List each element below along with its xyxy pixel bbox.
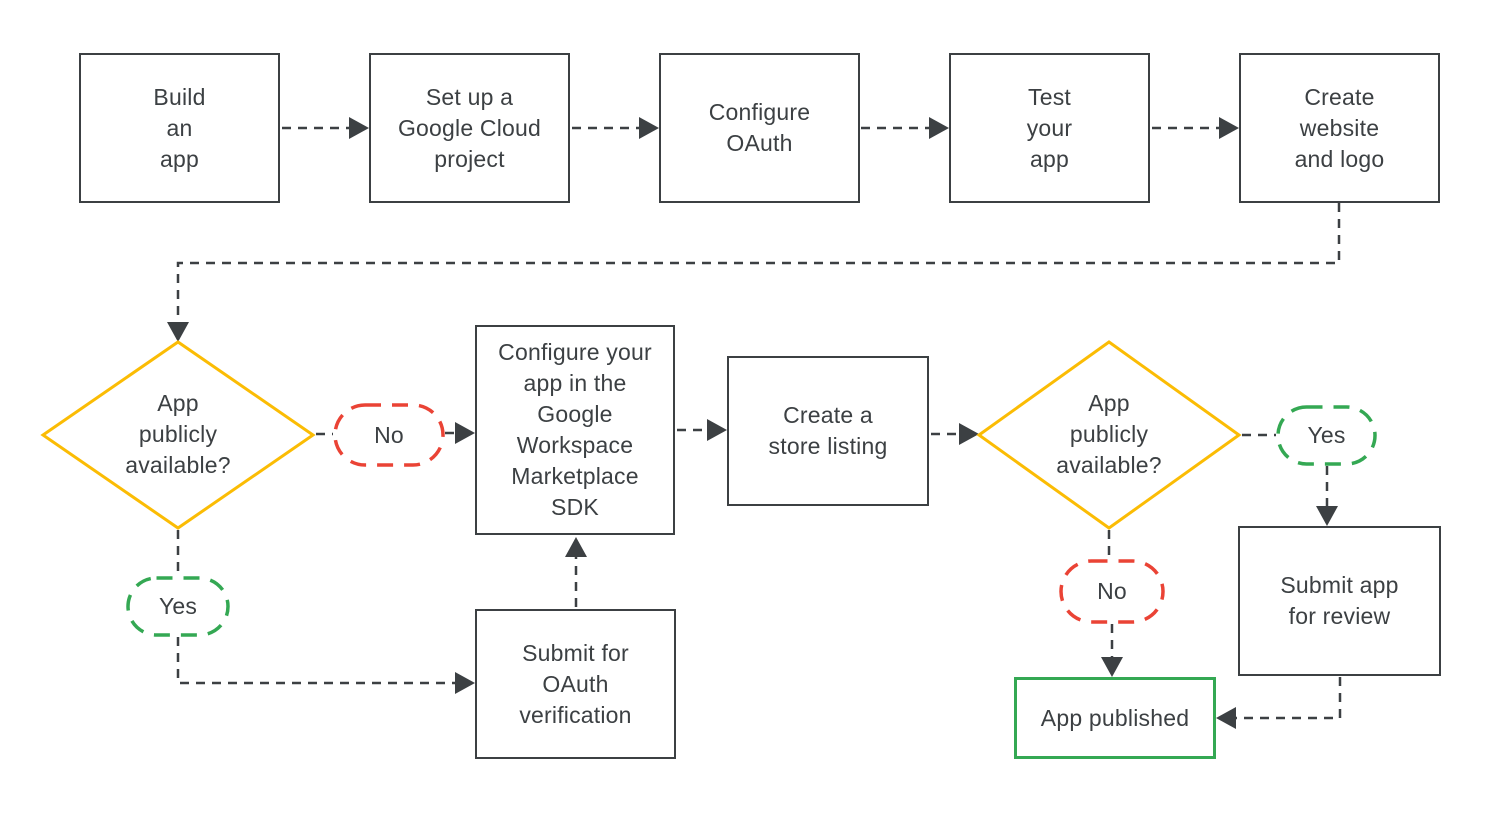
arrowhead-build-to-cloud <box>349 117 369 139</box>
arrowhead-store-to-decision-right <box>959 423 979 445</box>
node-create-website: Create website and logo <box>1239 53 1440 203</box>
no-left-oval <box>333 403 445 467</box>
arrowhead-yes-to-submit-review <box>1316 506 1338 526</box>
edge-yes-to-submit-oauth <box>176 637 456 685</box>
node-configure-oauth: Configure OAuth <box>659 53 860 203</box>
yes-left-label: Yes <box>158 593 198 619</box>
node-cloud-project: Set up a Google Cloud project <box>369 53 570 203</box>
no-left-label: No <box>374 421 404 448</box>
no-right-oval <box>1059 559 1165 624</box>
edge-review-to-published <box>1236 677 1342 720</box>
arrowhead-review-to-published <box>1216 707 1236 729</box>
arrowhead-website-to-decision-left <box>167 322 189 342</box>
arrowhead-yes-to-submit-oauth <box>455 672 475 694</box>
edge-website-to-decision-left <box>176 203 1341 322</box>
node-configure-sdk: Configure your app in the Google Workspa… <box>475 325 675 535</box>
arrowhead-submit-oauth-to-sdk <box>565 537 587 557</box>
no-right-label: No <box>1097 578 1127 604</box>
node-store-listing: Create a store listing <box>727 356 929 506</box>
yes-right-oval <box>1276 405 1377 466</box>
decision-left-diamond <box>40 340 316 530</box>
decision-right-label: App publicly available? <box>1056 390 1162 478</box>
arrowhead-no-to-published <box>1101 657 1123 677</box>
node-submit-oauth: Submit for OAuth verification <box>475 609 676 759</box>
node-build-app: Build an app <box>79 53 280 203</box>
arrowhead-no-to-sdk <box>455 422 475 444</box>
yes-right-label: Yes <box>1307 422 1346 448</box>
arrowhead-oauth-to-test <box>929 117 949 139</box>
arrowhead-test-to-website <box>1219 117 1239 139</box>
decision-left-label: App publicly available? <box>125 390 231 478</box>
node-submit-review: Submit app for review <box>1238 526 1441 676</box>
decision-right-diamond <box>976 340 1242 530</box>
arrowhead-cloud-to-oauth <box>639 117 659 139</box>
node-test-app: Test your app <box>949 53 1150 203</box>
yes-left-oval <box>126 576 230 637</box>
arrowhead-sdk-to-store <box>707 419 727 441</box>
node-app-published: App published <box>1014 677 1216 759</box>
